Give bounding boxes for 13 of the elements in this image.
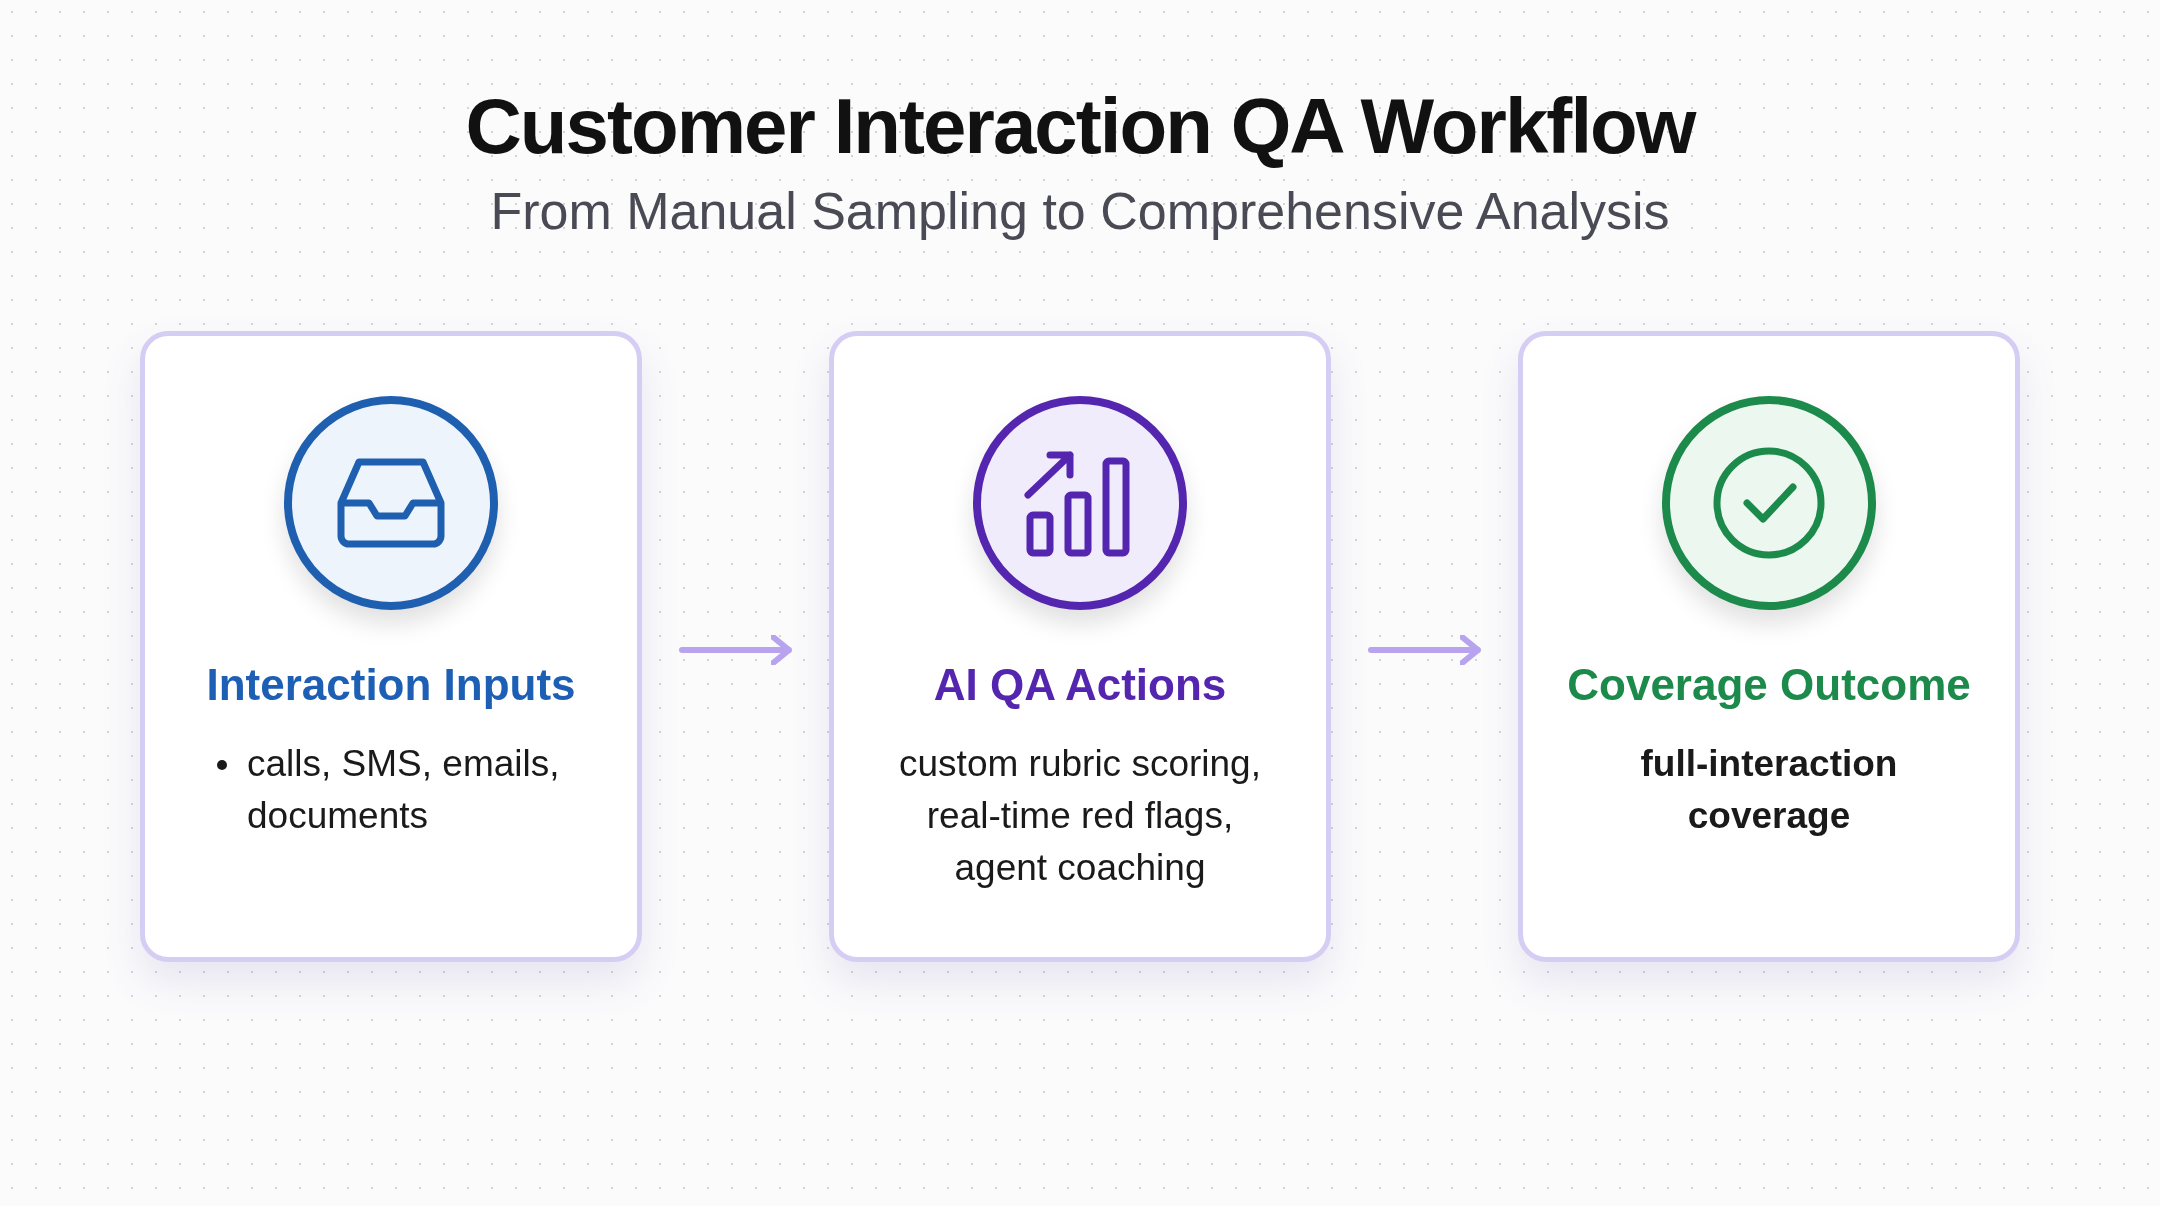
bullet-item: calls, SMS, emails, documents bbox=[247, 742, 561, 838]
step-card bbox=[140, 331, 642, 962]
step-card bbox=[1518, 331, 2020, 962]
card-heading: Interaction Inputs bbox=[205, 659, 577, 711]
card-heading: Coverage Outcome bbox=[1566, 659, 1972, 711]
card-body: full-interaction coverage bbox=[1639, 742, 1899, 838]
step-card bbox=[829, 331, 1331, 962]
arrow bbox=[1368, 634, 1481, 666]
card-heading: AI QA Actions bbox=[932, 659, 1228, 711]
subtitle: From Manual Sampling to Comprehensive Analysis bbox=[490, 181, 1670, 242]
arrow bbox=[679, 634, 792, 666]
card-body: custom rubric scoring, real-time red flags, agent coaching bbox=[898, 742, 1262, 890]
title: Customer Interaction QA Workflow bbox=[465, 81, 1695, 172]
